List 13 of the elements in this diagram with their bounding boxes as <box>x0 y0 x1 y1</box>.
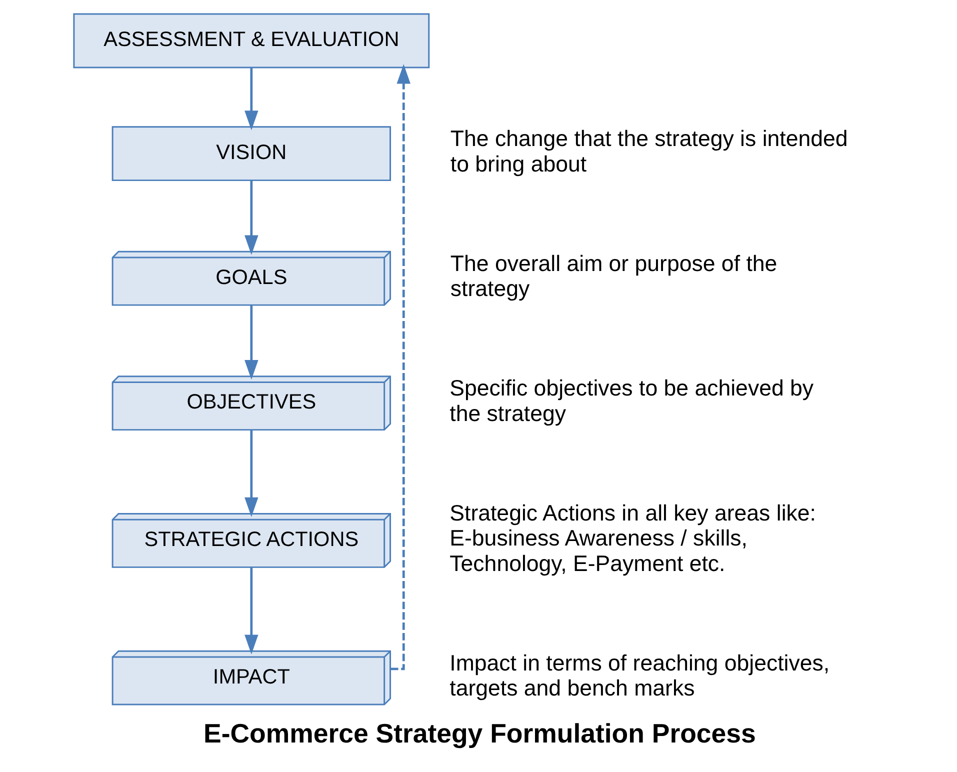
arrow <box>244 67 258 130</box>
caption: E-Commerce Strategy Formulation Process <box>203 718 756 748</box>
arrow <box>244 568 258 654</box>
node-box: ASSESSMENT & EVALUATION <box>72 13 430 68</box>
node-box: VISION <box>111 126 390 182</box>
node-label: Strategic Actions in all key areas like: E-business Awareness / skills, Technology, E-Payment etc. <box>449 500 816 576</box>
node-label: Impact in terms of reaching objectives, targets and bench marks <box>449 650 830 701</box>
node-label: The overall aim or purpose of the strategy <box>450 250 777 302</box>
node-label: The change that the strategy is intended to bring about <box>450 126 848 176</box>
node-label: Specific objectives to be achieved by the strategy <box>449 376 814 426</box>
arrow <box>244 305 258 380</box>
arrow <box>244 430 258 517</box>
arrow <box>244 180 258 255</box>
